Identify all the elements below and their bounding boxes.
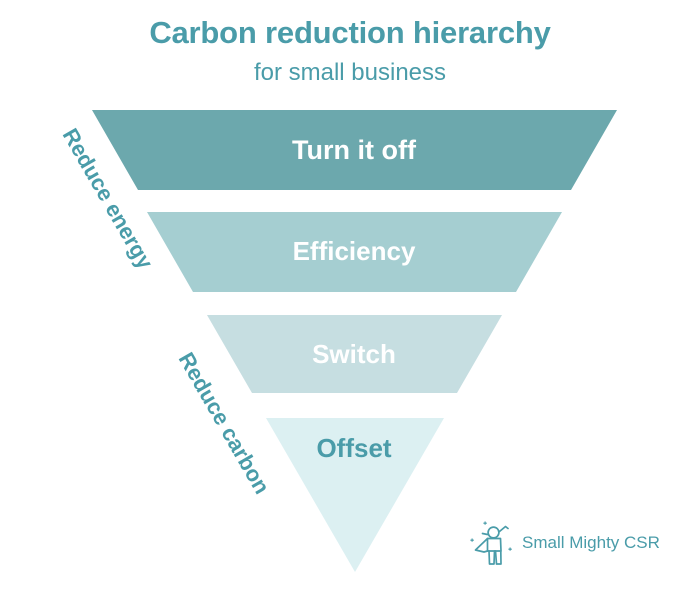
funnel-band-offset[interactable] [266,418,444,572]
funnel-band-turn-it-off[interactable] [92,110,617,190]
funnel-band-label-2: Efficiency [293,236,416,266]
funnel-band-label-1: Turn it off [292,135,417,165]
brand-logo[interactable]: Small Mighty CSR [466,516,660,570]
funnel-band-switch[interactable] [207,315,502,393]
funnel-band-efficiency[interactable] [147,212,562,292]
funnel-band-label-4: Offset [316,433,391,463]
title-block: Carbon reduction hierarchy for small bus… [0,14,700,88]
funnel-band-label-3: Switch [312,339,396,369]
superhero-figure-icon [470,521,512,565]
sparkle-marks [470,521,512,551]
brand-logo-text: Small Mighty CSR [522,533,660,552]
page-subtitle: for small business [253,58,447,86]
page-title: Carbon reduction hierarchy [149,15,551,50]
